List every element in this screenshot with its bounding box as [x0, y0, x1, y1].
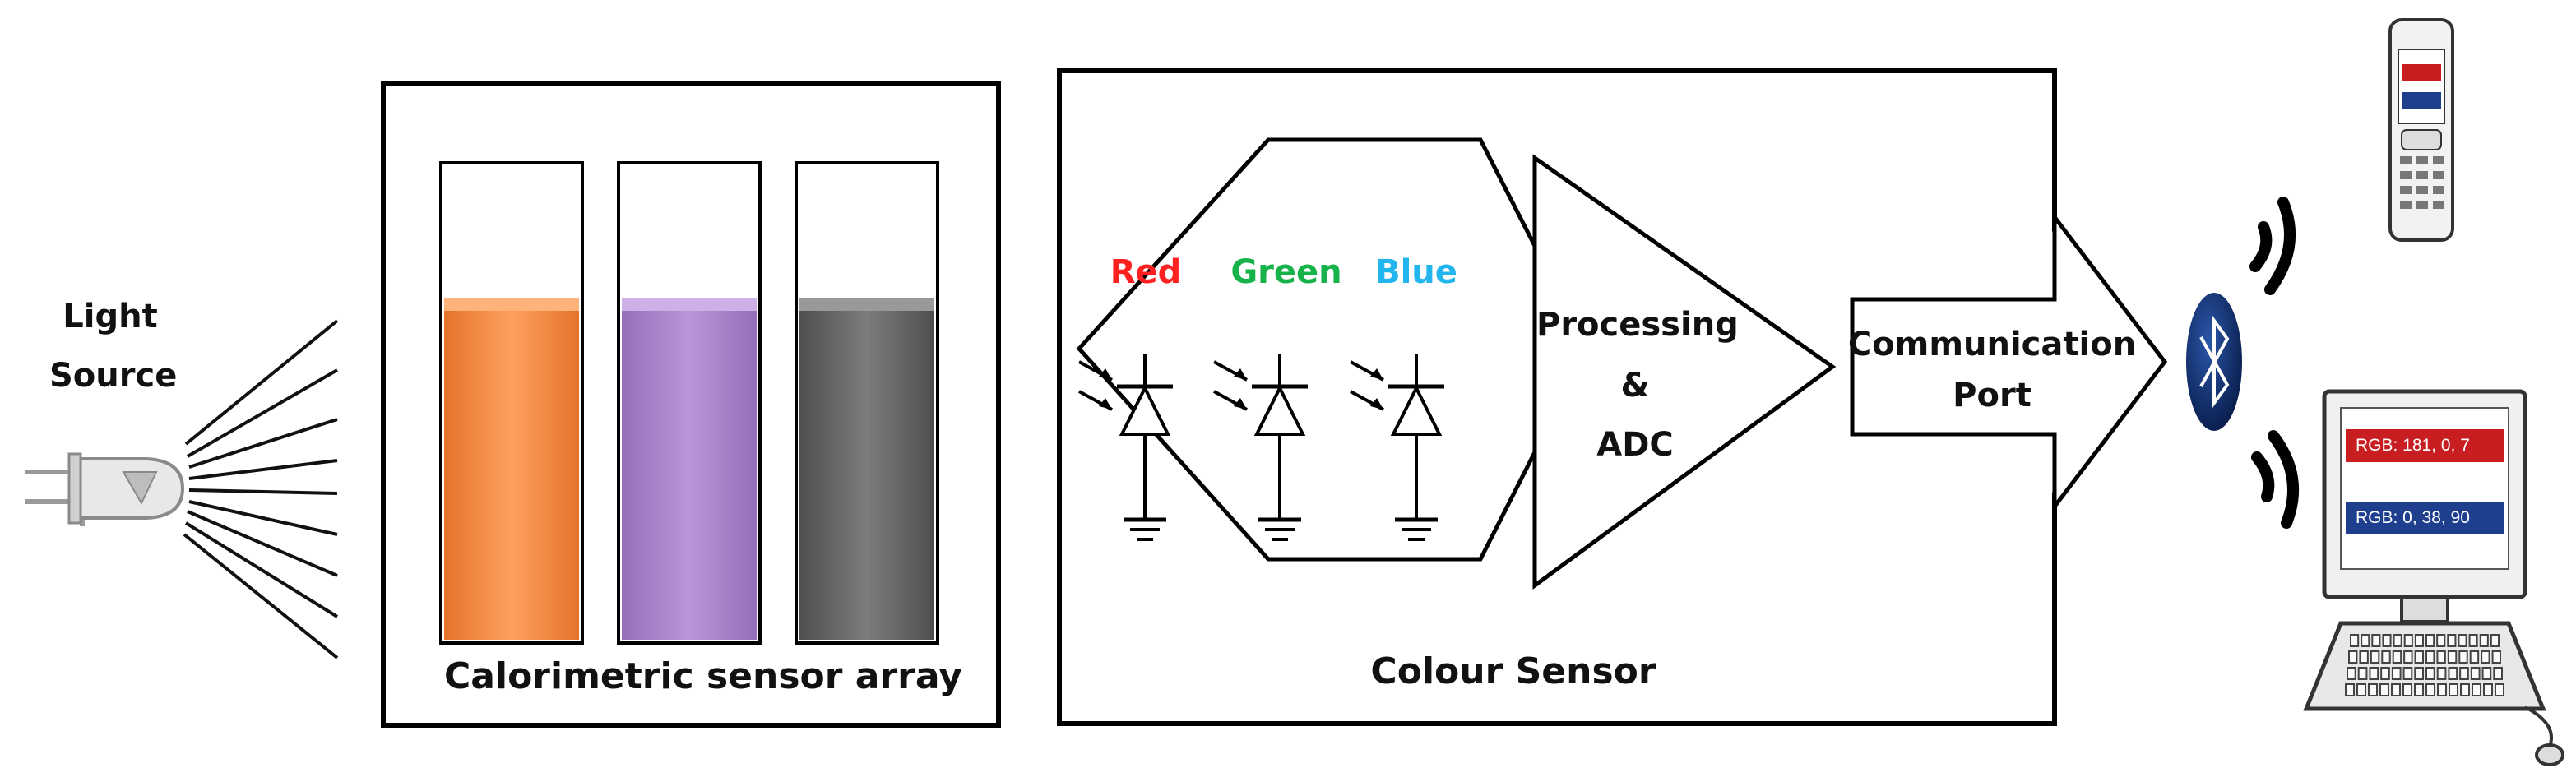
- processing-label-line1: Processing: [1536, 306, 1739, 344]
- keyboard-key: [2381, 650, 2391, 664]
- keyboard-key: [2345, 683, 2355, 696]
- red-channel-label: Red: [1110, 253, 1182, 291]
- keyboard-key: [2460, 683, 2470, 696]
- keyboard-key: [2356, 683, 2366, 696]
- photodiode-red: [1078, 354, 1173, 541]
- keyboard-key: [2468, 634, 2478, 647]
- processing-label-line3: ADC: [1596, 426, 1674, 464]
- keyboard-key: [2490, 634, 2500, 647]
- keyboard-key: [2436, 650, 2446, 664]
- colour-sensor-label: Colour Sensor: [1370, 650, 1656, 692]
- keyboard-key: [2414, 650, 2425, 664]
- keyboard-key: [2348, 650, 2358, 664]
- keyboard-key: [2392, 650, 2402, 664]
- mobile-phone-icon: [2388, 18, 2454, 242]
- vial-purple: [617, 161, 762, 645]
- keyboard-key: [2414, 667, 2424, 680]
- keyboard-key: [2403, 650, 2413, 664]
- sensor-array-label: Calorimetric sensor array: [444, 655, 962, 697]
- keyboard-key: [2472, 683, 2481, 696]
- keyboard-key: [2448, 667, 2458, 680]
- keyboard-key: [2447, 634, 2457, 647]
- keyboard-key: [2481, 667, 2492, 680]
- keyboard-key: [2357, 667, 2368, 680]
- keyboard-key: [2402, 667, 2413, 680]
- keyboard-key: [2403, 634, 2413, 647]
- keyboard-key: [2447, 650, 2458, 664]
- processing-label-line2: &: [1620, 367, 1650, 405]
- keyboard-key: [2425, 634, 2435, 647]
- keyboard-key: [2437, 683, 2447, 696]
- processing-adc-triangle: [1532, 154, 1837, 590]
- keyboard-key: [2391, 683, 2401, 696]
- keyboard-key: [2479, 634, 2489, 647]
- communication-port-label-line2: Port: [1953, 377, 2032, 414]
- keyboard-key: [2436, 634, 2446, 647]
- keyboard-key: [2414, 634, 2425, 647]
- keyboard-key: [2382, 634, 2392, 647]
- keyboard-key: [2393, 634, 2402, 647]
- keyboard-key: [2391, 667, 2402, 680]
- keyboard-key: [2350, 634, 2360, 647]
- keyboard-key: [2380, 667, 2390, 680]
- wireless-signal-lower: [2251, 430, 2300, 529]
- keyboard-key: [2361, 634, 2370, 647]
- keyboard-key: [2458, 650, 2468, 664]
- wireless-signal-upper: [2249, 197, 2296, 295]
- vial-gray: [795, 161, 939, 645]
- keyboard-key: [2495, 683, 2504, 696]
- keyboard-key: [2469, 650, 2480, 664]
- light-source-label-line1: Light: [63, 298, 158, 335]
- keyboard-key: [2483, 683, 2493, 696]
- display-rgb-red: RGB: 181, 0, 7: [2346, 429, 2504, 462]
- keyboard-key: [2359, 650, 2369, 664]
- photodiode-green: [1213, 354, 1308, 541]
- bluetooth-icon: [2186, 293, 2242, 431]
- keyboard-key: [2470, 667, 2481, 680]
- keyboard-key: [2369, 667, 2379, 680]
- keyboard-key: [2425, 667, 2435, 680]
- keyboard-key: [2402, 683, 2412, 696]
- keyboard-key: [2449, 683, 2458, 696]
- light-rays: [183, 319, 339, 659]
- communication-port-label-line1: Communication: [1847, 326, 2137, 363]
- vial-orange: [439, 161, 584, 645]
- keyboard-key: [2371, 634, 2381, 647]
- keyboard-key: [2458, 634, 2467, 647]
- photodiode-blue: [1350, 354, 1444, 541]
- photodiode-group: [1078, 354, 1444, 541]
- keyboard-key: [2493, 667, 2503, 680]
- communication-port-arrow: [1850, 211, 2168, 513]
- blue-channel-label: Blue: [1375, 253, 1457, 291]
- keyboard-key: [2414, 683, 2424, 696]
- keyboard-key: [2459, 667, 2469, 680]
- keyboard-key: [2379, 683, 2389, 696]
- keyboard-key: [2425, 650, 2435, 664]
- keyboard-key: [2368, 683, 2378, 696]
- keyboard-key: [2425, 683, 2435, 696]
- keyboard-key: [2347, 667, 2356, 680]
- light-source-label-line2: Source: [49, 357, 178, 395]
- keyboard-key: [2370, 650, 2380, 664]
- display-rgb-blue: RGB: 0, 38, 90: [2346, 502, 2504, 534]
- photodiode-hexagon: [1076, 137, 1590, 562]
- keyboard-key: [2481, 650, 2490, 664]
- keyboard-key: [2491, 650, 2502, 664]
- green-channel-label: Green: [1230, 253, 1342, 291]
- keyboard-key: [2436, 667, 2447, 680]
- led-light-icon: [25, 452, 185, 526]
